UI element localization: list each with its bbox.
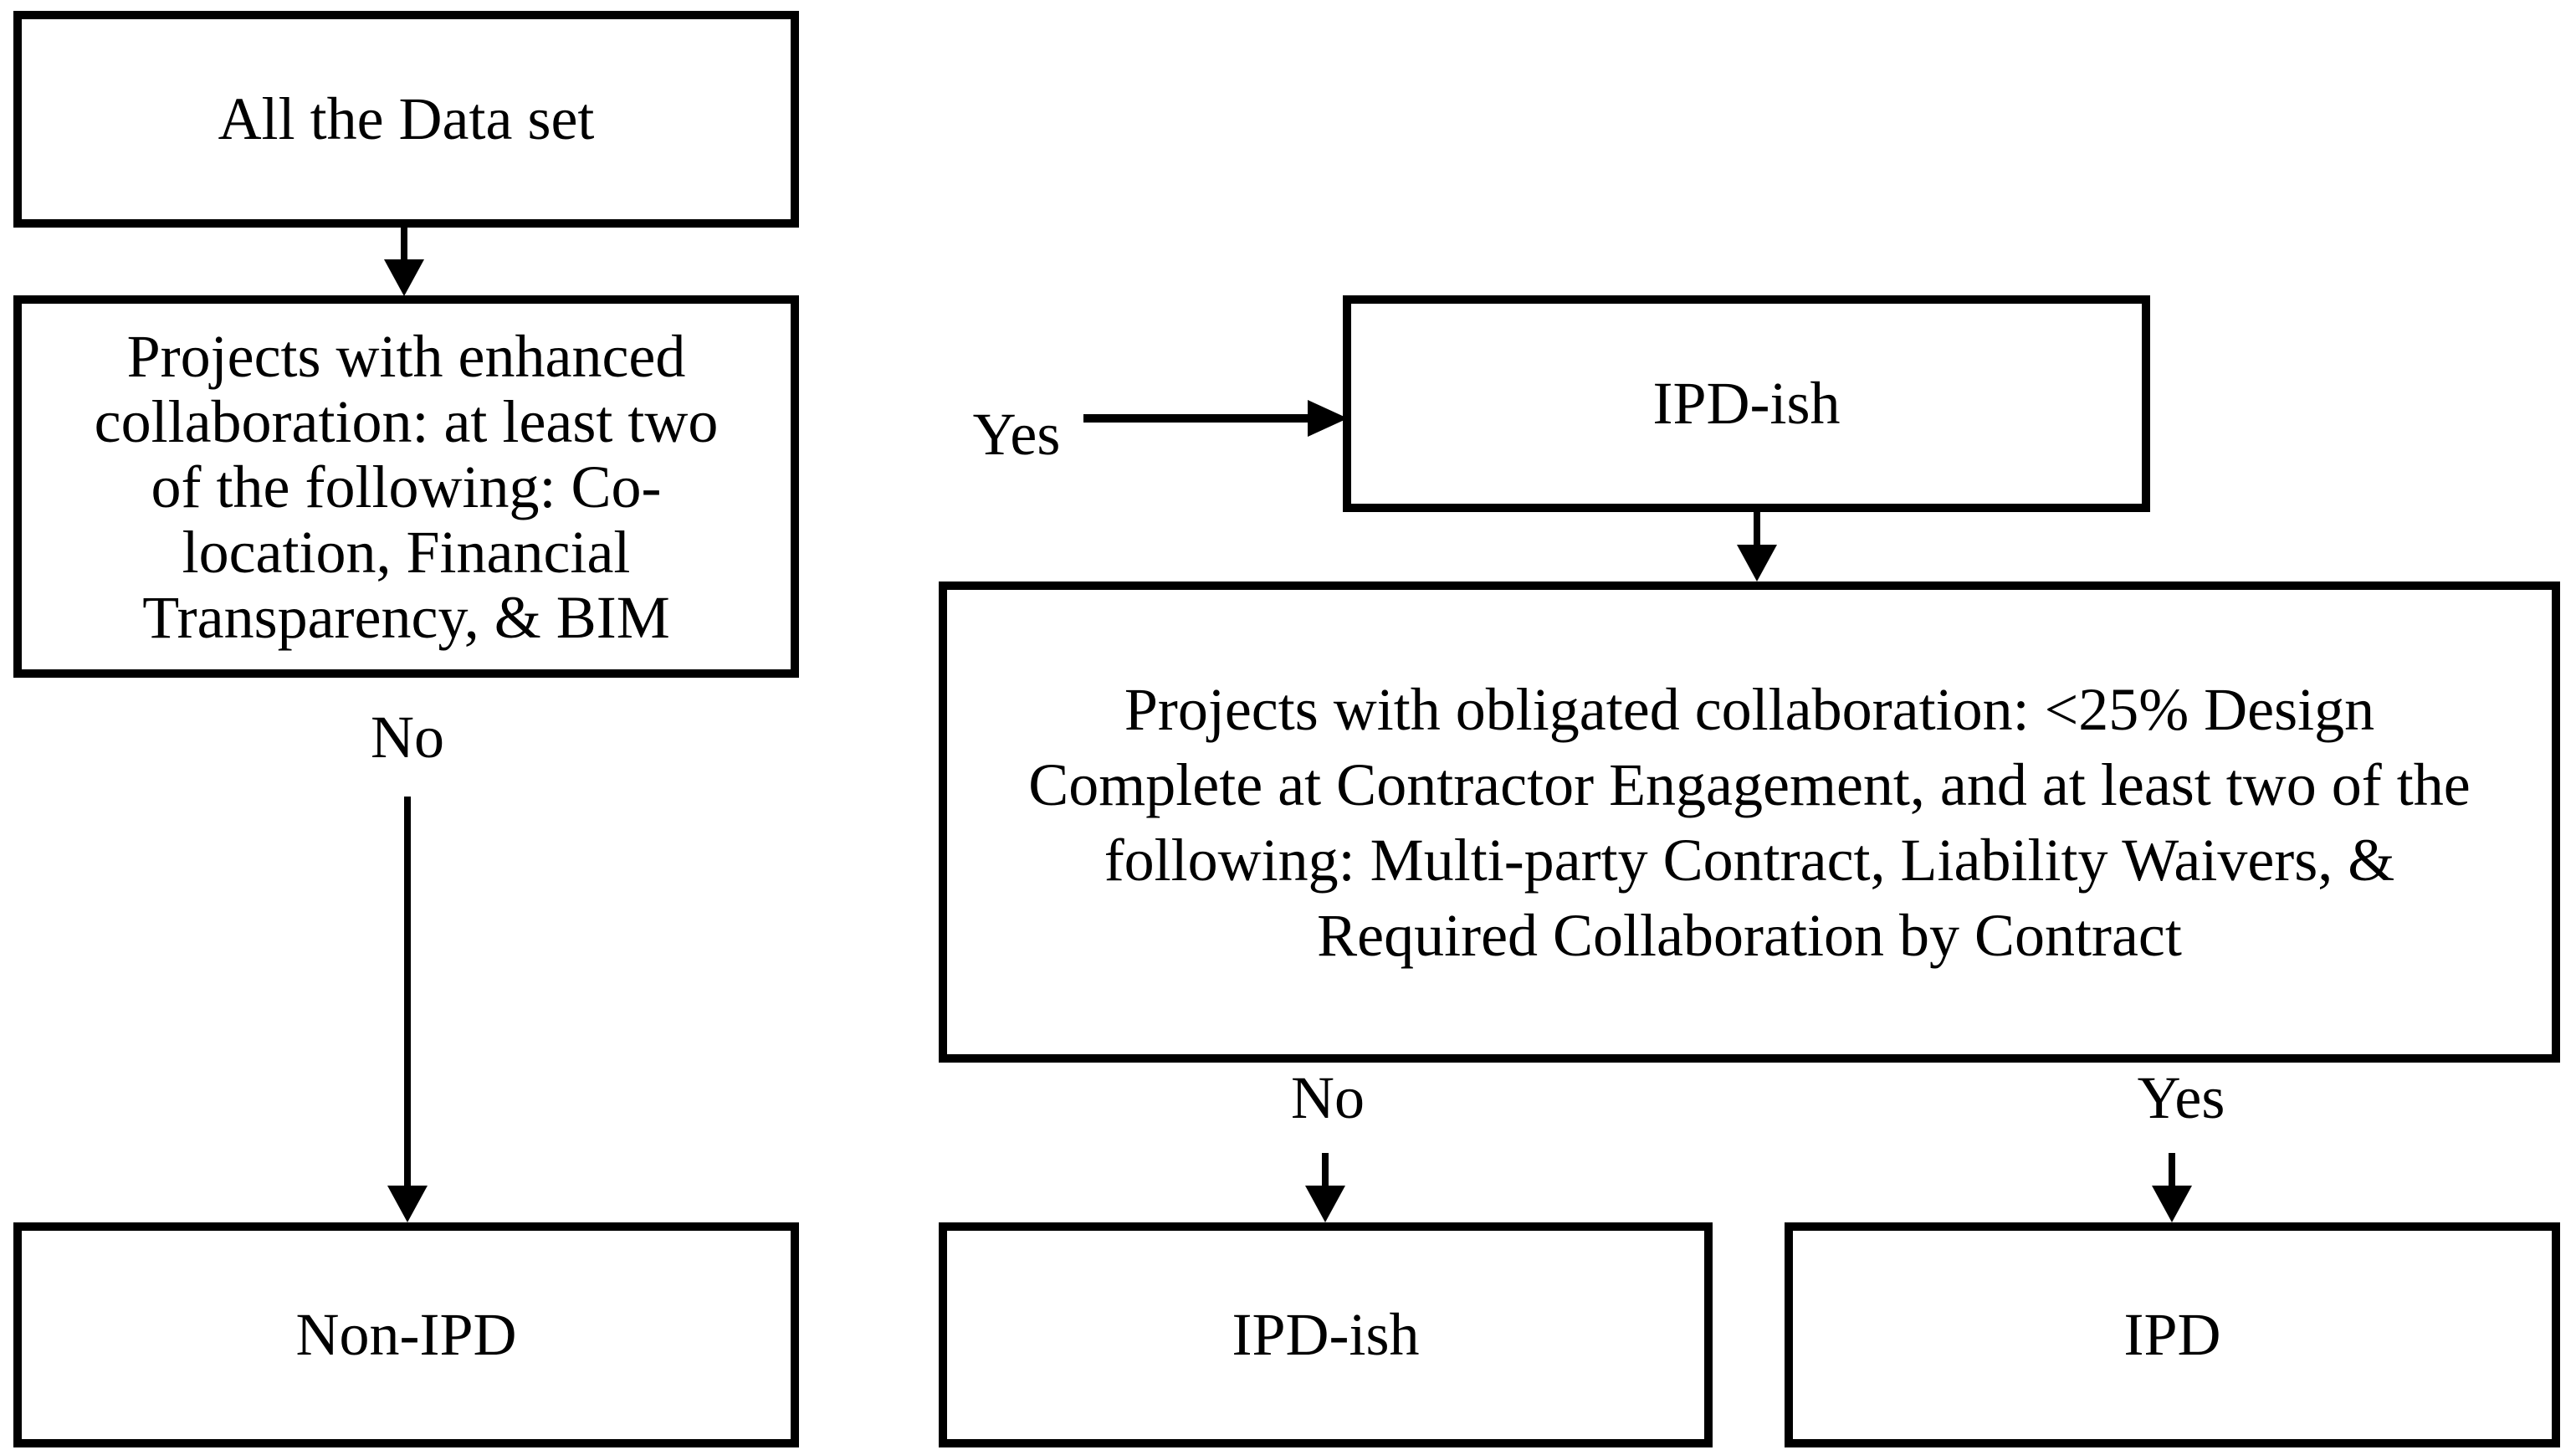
arrowhead-down-icon	[387, 1186, 428, 1222]
arrow-shaft	[1083, 414, 1311, 423]
edge-label-no-left: No	[371, 704, 444, 771]
node-all-data: All the Data set	[13, 11, 799, 228]
arrowhead-down-icon	[1737, 545, 1777, 581]
arrowhead-down-icon	[2152, 1186, 2192, 1222]
arrow-shaft	[2169, 1153, 2175, 1188]
node-ipd-ish-bottom: IPD-ish	[939, 1222, 1713, 1447]
node-obligated-collaboration: Projects with obligated collaboration: <…	[939, 581, 2560, 1063]
node-non-ipd: Non-IPD	[13, 1222, 799, 1447]
arrowhead-right-icon	[1308, 400, 1348, 437]
arrowhead-down-icon	[384, 259, 424, 296]
arrowhead-down-icon	[1305, 1186, 1345, 1222]
arrow-shaft	[401, 226, 407, 261]
node-ipd: IPD	[1785, 1222, 2560, 1447]
edge-label-yes-bottom: Yes	[2137, 1064, 2225, 1131]
arrow-shaft	[1322, 1153, 1329, 1188]
edge-label-yes-top: Yes	[972, 401, 1061, 468]
arrow-shaft	[404, 797, 411, 1187]
node-enhanced-collaboration: Projects with enhanced collaboration: at…	[13, 295, 799, 678]
edge-label-no-bottom: No	[1291, 1064, 1365, 1131]
arrow-shaft	[1754, 510, 1760, 546]
node-ipd-ish-top: IPD-ish	[1343, 295, 2150, 512]
